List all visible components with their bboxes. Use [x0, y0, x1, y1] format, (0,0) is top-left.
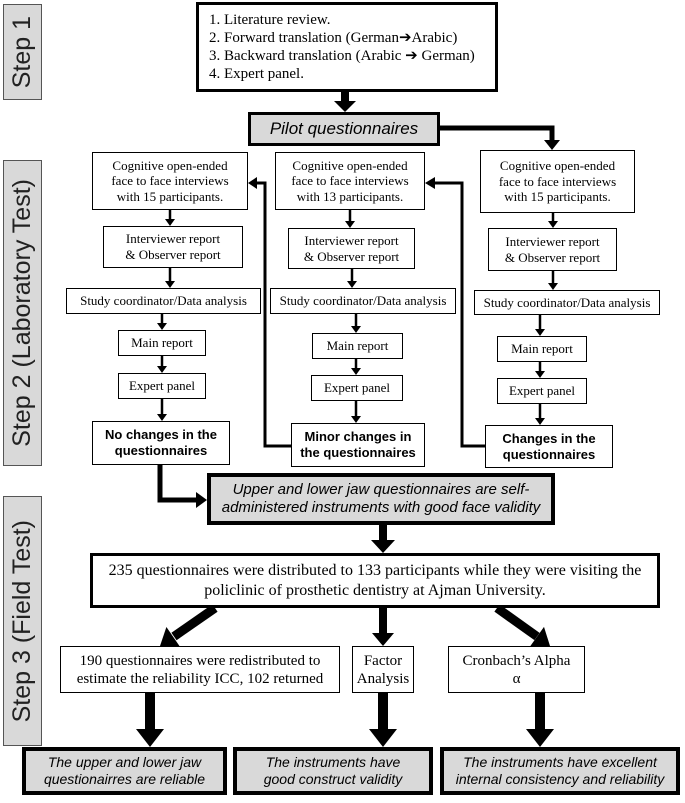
conclusion-text: The instruments have excellent internal …	[455, 754, 665, 787]
analysis-box-right: Study coordinator/Data analysis	[474, 290, 660, 315]
main-report-text: Main report	[131, 335, 193, 351]
analysis-text: Study coordinator/Data analysis	[483, 294, 651, 310]
expert-panel-text: Expert panel	[128, 378, 196, 394]
main-report-box-middle: Main report	[312, 333, 403, 359]
reliability-sample-text: 190 questionnaires were redistributed to…	[76, 652, 324, 687]
outcome-box-middle: Minor changes in the questionnaires	[291, 423, 425, 467]
preparation-box: 1. Literature review. 2. Forward transla…	[196, 2, 498, 92]
expert-panel-text: Expert panel	[508, 383, 576, 399]
step-label-text: Step 2 (Laboratory Test)	[8, 179, 36, 447]
arrow-middle-2	[347, 269, 357, 288]
face-validity-box: Upper and lower jaw questionnaires are s…	[207, 473, 555, 525]
outcome-box-left: No changes in the questionnaires	[92, 421, 230, 465]
arrow-middle-3	[351, 314, 361, 333]
main-report-text: Main report	[326, 338, 389, 354]
cronbach-box: Cronbach’s Alpha α	[448, 646, 585, 693]
analysis-text: Study coordinator/Data analysis	[80, 293, 247, 309]
analysis-box-left: Study coordinator/Data analysis	[66, 288, 261, 314]
interviews-box-right: Cognitive open-ended face to face interv…	[480, 150, 635, 213]
arrow-middle-1	[345, 210, 355, 228]
expert-panel-box-middle: Expert panel	[311, 375, 403, 401]
distribution-box: 235 questionnaires were distributed to 1…	[90, 553, 660, 608]
interviews-text: Cognitive open-ended face to face interv…	[111, 157, 229, 204]
arrow-to-conclusion-construct	[369, 693, 397, 747]
conclusion-construct-box: The instruments have good construct vali…	[233, 747, 433, 795]
step-1-label: Step 1	[3, 4, 42, 100]
factor-analysis-box: Factor Analysis	[352, 646, 414, 693]
outcome-text: Changes in the questionnaires	[502, 430, 596, 462]
step-label-text: Step 3 (Field Test)	[8, 519, 36, 723]
main-report-box-right: Main report	[497, 336, 587, 362]
arrow-left-1	[165, 210, 175, 226]
arrow-distribution-to-factor-analysis	[372, 608, 394, 646]
arrow-right-3	[535, 315, 545, 336]
conclusion-text: The upper and lower jaw questionairres a…	[43, 754, 206, 787]
factor-analysis-text: Factor Analysis	[356, 652, 410, 687]
arrow-pilot-to-right-round	[440, 125, 560, 150]
pilot-box: Pilot questionnaires	[248, 112, 440, 146]
arrow-right-2	[548, 271, 558, 290]
step-3-label: Step 3 (Field Test)	[3, 496, 42, 746]
face-validity-text: Upper and lower jaw questionnaires are s…	[221, 481, 541, 516]
analysis-box-middle: Study coordinator/Data analysis	[270, 288, 456, 314]
step-2-label: Step 2 (Laboratory Test)	[3, 160, 42, 466]
loop-arrow-middle-to-left	[248, 177, 291, 448]
arrow-distribution-to-cronbach	[494, 604, 550, 647]
interviews-box-middle: Cognitive open-ended face to face interv…	[275, 152, 425, 210]
reports-box-left: Interviewer report & Observer report	[103, 226, 243, 268]
conclusion-text: The instruments have good construct vali…	[263, 754, 403, 787]
arrow-right-1	[548, 213, 558, 228]
arrow-right-4	[535, 362, 545, 378]
preparation-item: 3. Backward translation (Arabic ➔ German…	[209, 48, 475, 64]
conclusion-consistency-box: The instruments have excellent internal …	[440, 747, 680, 795]
arrow-right-5	[535, 404, 545, 425]
outcome-text: No changes in the questionnaires	[105, 427, 217, 458]
arrow-left-3	[157, 314, 167, 330]
arrow-middle-5	[351, 401, 361, 423]
arrow-to-conclusion-reliable	[136, 693, 164, 747]
expert-panel-text: Expert panel	[323, 380, 391, 396]
distribution-text: 235 questionnaires were distributed to 1…	[108, 561, 642, 599]
main-report-box-left: Main report	[118, 330, 206, 356]
loop-arrow-right-to-middle	[425, 177, 485, 448]
interviews-text: Cognitive open-ended face to face interv…	[498, 158, 617, 205]
main-report-text: Main report	[511, 341, 573, 357]
conclusion-reliable-box: The upper and lower jaw questionairres a…	[22, 747, 227, 795]
reports-text: Interviewer report & Observer report	[125, 231, 221, 262]
interviews-box-left: Cognitive open-ended face to face interv…	[92, 152, 248, 210]
arrow-distribution-to-reliability-sample	[160, 604, 218, 647]
pilot-label: Pilot questionnaires	[269, 118, 419, 138]
reports-box-right: Interviewer report & Observer report	[488, 228, 617, 271]
arrow-left-2	[165, 268, 175, 288]
analysis-text: Study coordinator/Data analysis	[279, 293, 447, 309]
arrow-to-conclusion-consistency	[526, 693, 554, 747]
expert-panel-box-left: Expert panel	[118, 373, 206, 399]
interviews-text: Cognitive open-ended face to face interv…	[291, 157, 409, 204]
step-label-text: Step 1	[8, 15, 36, 89]
cronbach-text: Cronbach’s Alpha α	[462, 652, 571, 687]
reports-box-middle: Interviewer report & Observer report	[288, 228, 415, 269]
reports-text: Interviewer report & Observer report	[303, 232, 400, 264]
arrow-left-4	[157, 356, 167, 373]
expert-panel-box-right: Expert panel	[497, 378, 587, 404]
arrow-middle-4	[351, 359, 361, 375]
arrow-no-changes-to-face-validity	[157, 465, 207, 508]
outcome-text: Minor changes in the questionnaires	[300, 429, 416, 460]
reports-text: Interviewer report & Observer report	[504, 233, 601, 265]
outcome-box-right: Changes in the questionnaires	[485, 425, 613, 468]
preparation-item: 2. Forward translation (German➔Arabic)	[209, 30, 458, 46]
reliability-sample-box: 190 questionnaires were redistributed to…	[60, 646, 340, 693]
arrow-face-validity-to-distribution	[371, 525, 395, 553]
arrow-preparation-to-pilot	[334, 92, 356, 112]
preparation-item: 4. Expert panel.	[209, 66, 304, 82]
arrow-left-5	[157, 399, 167, 421]
preparation-item: 1. Literature review.	[209, 12, 331, 28]
